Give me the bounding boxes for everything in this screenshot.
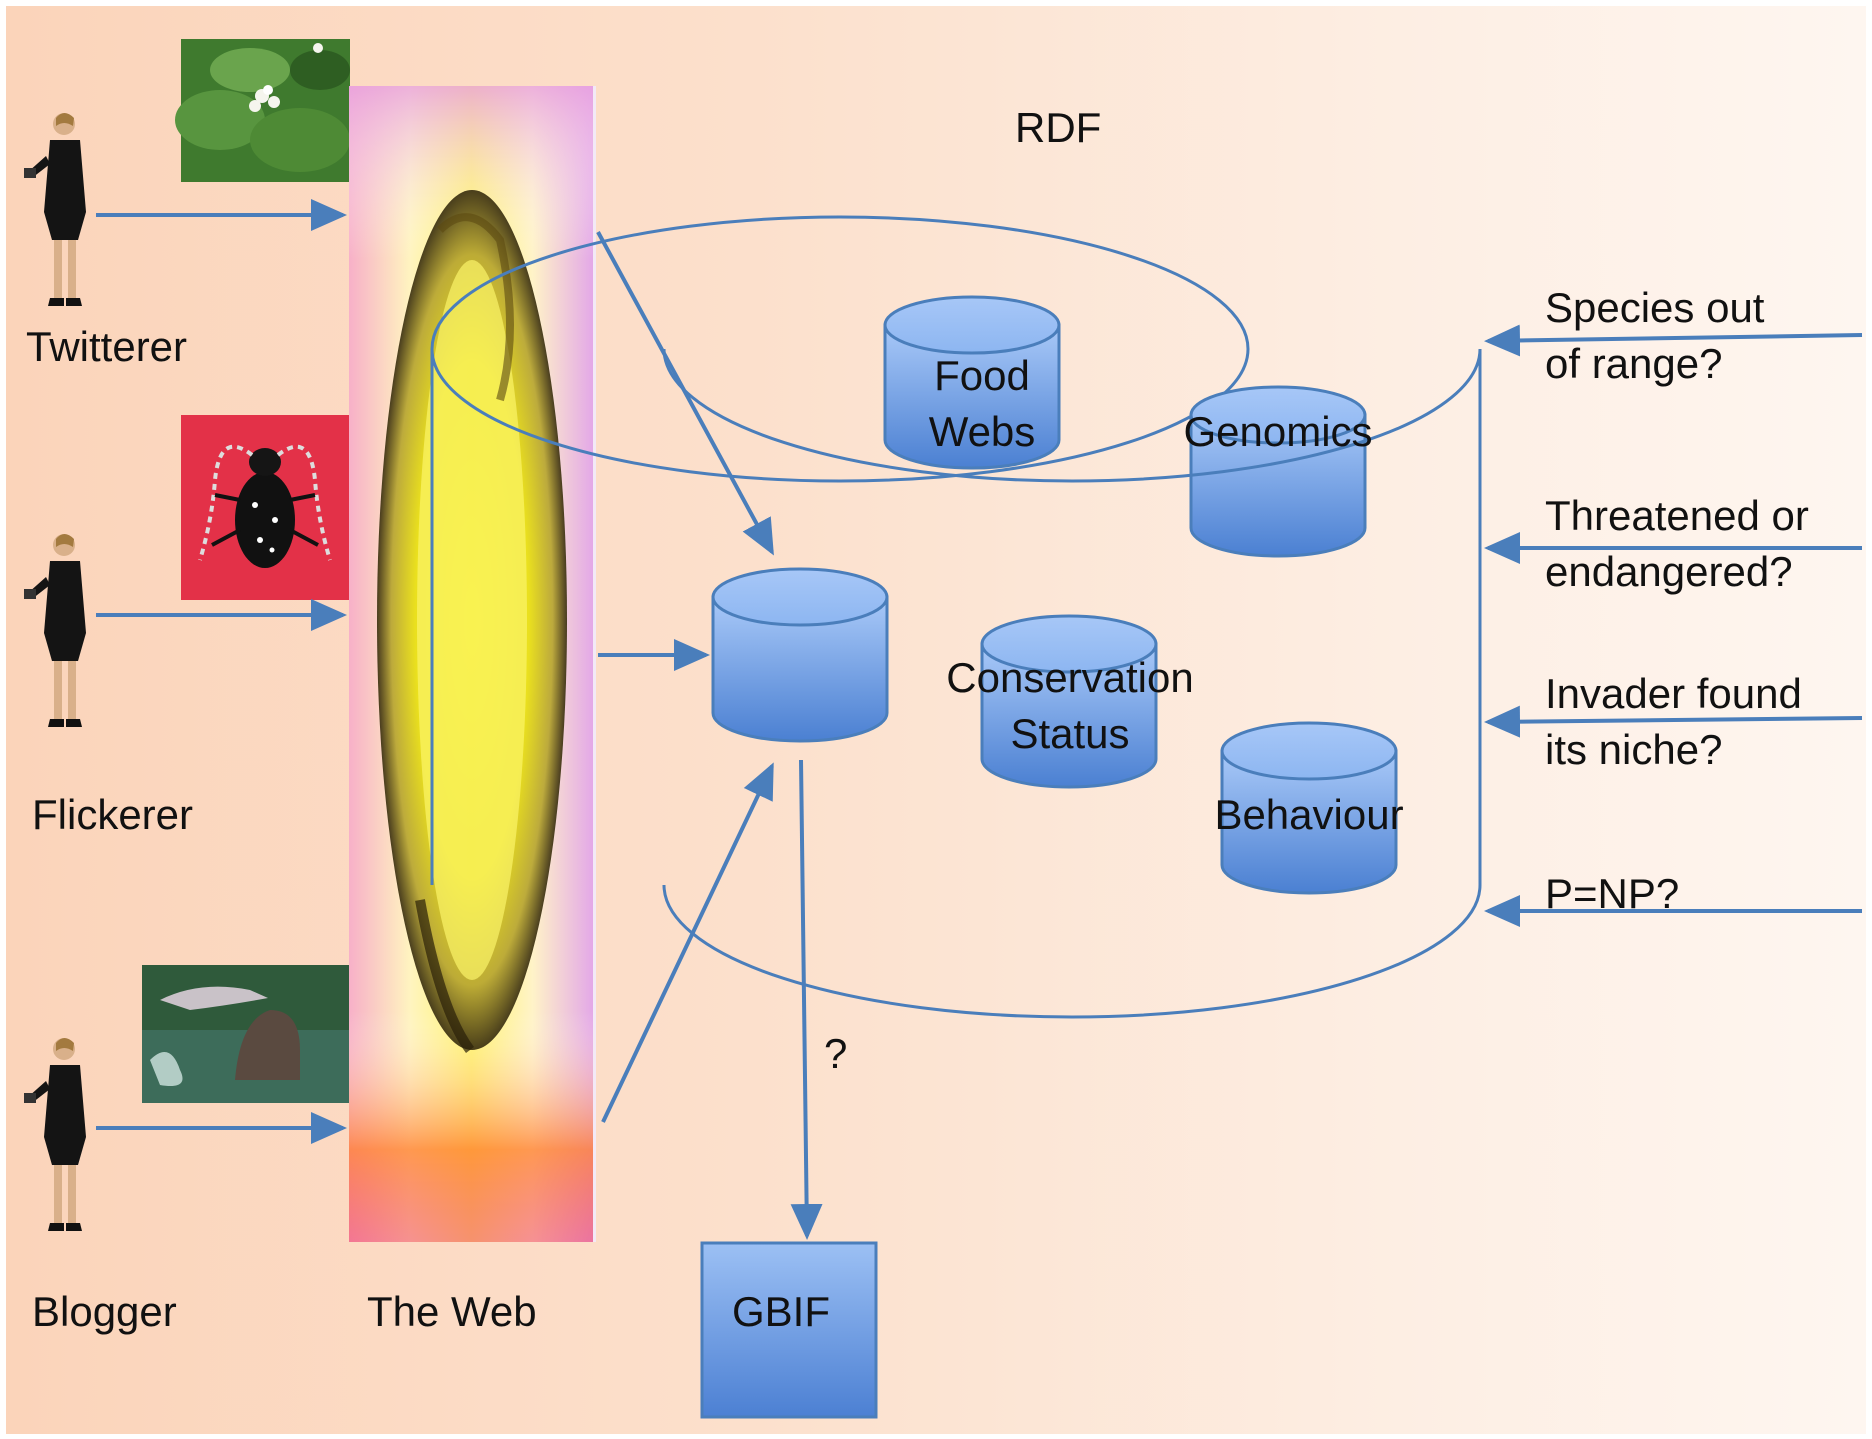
query-invader-found-niche: Invader found its niche? (1545, 666, 1802, 778)
query-p-equals-np: P=NP? (1545, 870, 1680, 917)
food-webs-label-line-1: Food (934, 352, 1030, 399)
query-species-line-1: Species out (1545, 284, 1765, 331)
web-portal-image (349, 86, 596, 1242)
query-invader-line-1: Invader found (1545, 670, 1802, 717)
query-species-line-2: of range? (1545, 340, 1723, 387)
food-webs-db (883, 295, 1061, 470)
conservation-status-label: Conservation Status (930, 650, 1210, 762)
query-threatened-line-1: Threatened or (1545, 492, 1809, 539)
plant-photo (175, 39, 350, 182)
user-figure-flickerer (24, 534, 86, 727)
seal-photo (142, 965, 350, 1103)
gbif-label: GBIF (732, 1288, 831, 1335)
conservation-status-label-line-1: Conservation (946, 654, 1194, 701)
conservation-status-label-line-2: Status (1010, 710, 1130, 757)
arrow-web-to-db-bottom (601, 762, 774, 1123)
arrow-web-to-db-top (596, 231, 774, 556)
user-figure-twitterer (24, 113, 86, 306)
arrow-query-species-out-of-range (1484, 324, 1863, 357)
gbif-question-label: ? (824, 1030, 848, 1077)
user-figure-blogger (24, 1038, 86, 1231)
genomics-label: Genomics (1183, 408, 1373, 455)
rdf-label: RDF (1015, 104, 1102, 151)
behaviour-db (1220, 721, 1398, 895)
user-label-twitterer: Twitterer (26, 323, 188, 370)
user-label-blogger: Blogger (32, 1288, 177, 1335)
food-webs-label-line-2: Webs (928, 408, 1036, 455)
query-threatened-or-endangered: Threatened or endangered? (1545, 488, 1809, 600)
web-label: The Web (367, 1288, 537, 1335)
arrow-query-invader (1484, 705, 1863, 738)
genomics-db (1189, 385, 1367, 558)
query-invader-line-2: its niche? (1545, 726, 1723, 773)
conservation-status-db (980, 614, 1158, 789)
query-threatened-line-2: endangered? (1545, 548, 1793, 595)
arrow-db-to-gbif (790, 759, 823, 1240)
gbif-box (700, 1241, 878, 1419)
rdf-cylinder-front-edge (662, 348, 1482, 483)
user-label-flickerer: Flickerer (32, 791, 194, 838)
beetle-photo (181, 415, 349, 600)
rdf-store-cylinder (430, 215, 1482, 1019)
behaviour-label: Behaviour (1214, 791, 1404, 838)
query-species-out-of-range: Species out of range? (1545, 280, 1764, 392)
food-webs-label: Food Webs (902, 348, 1062, 460)
central-db (711, 567, 889, 743)
